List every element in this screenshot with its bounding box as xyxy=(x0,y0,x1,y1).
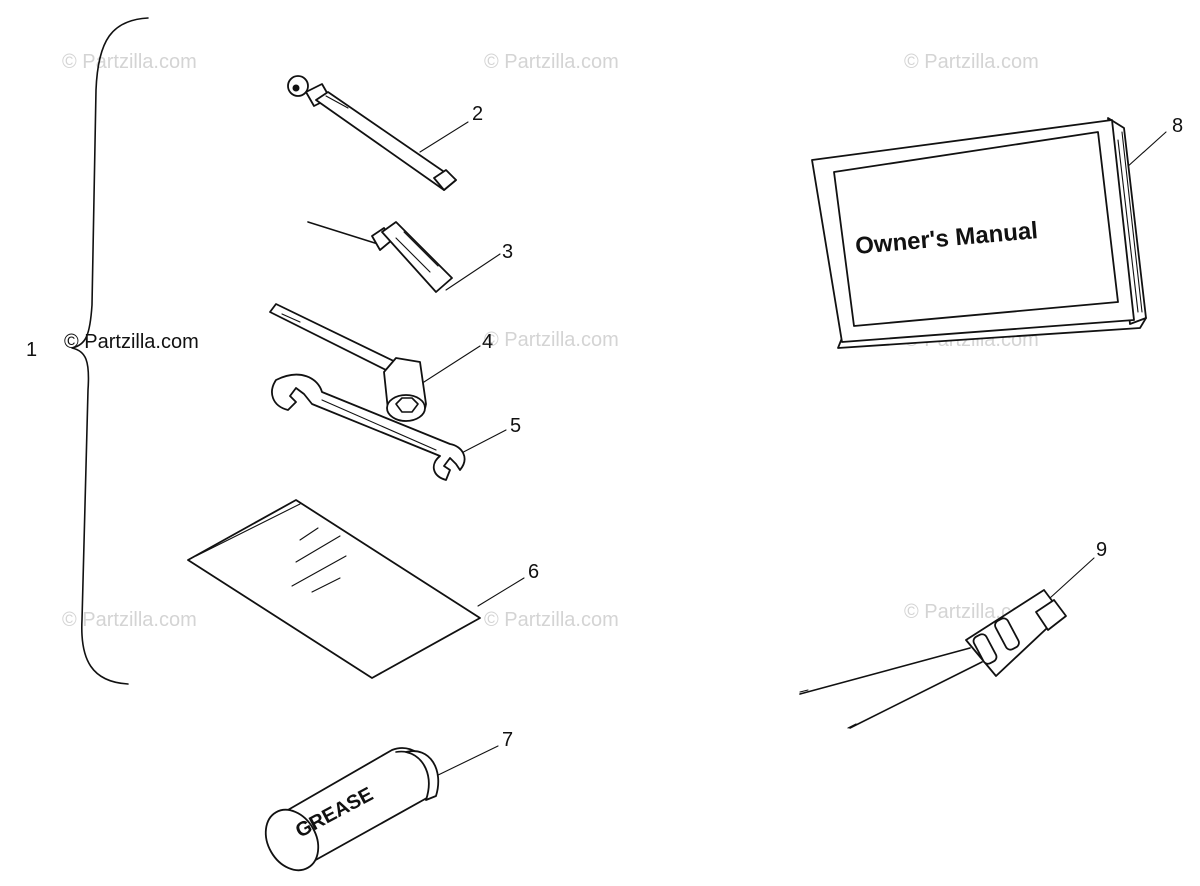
part-6-bag xyxy=(187,499,481,679)
leader-line-3 xyxy=(445,253,501,291)
watermark: © Partzilla.com xyxy=(904,51,1039,73)
leader-line-2 xyxy=(419,121,469,153)
watermark: © Partzilla.com xyxy=(62,609,197,631)
part-8-owners-manual: Owner's Manual xyxy=(811,117,1147,349)
callout-7: 7 xyxy=(502,729,513,751)
part-2-tool xyxy=(287,75,457,191)
callout-6: 6 xyxy=(528,561,539,583)
callout-4: 4 xyxy=(482,331,493,353)
callout-5: 5 xyxy=(510,415,521,437)
group-brace xyxy=(71,17,149,685)
leader-line-6 xyxy=(477,577,525,607)
leader-line-8 xyxy=(1125,131,1167,169)
part-7-grease-tube: GREASE xyxy=(264,747,440,872)
leader-line-4 xyxy=(423,345,481,383)
watermark-dark: © Partzilla.com xyxy=(64,331,199,353)
watermark: © Partzilla.com xyxy=(484,51,619,73)
leader-line-9 xyxy=(1049,557,1095,599)
callout-8: 8 xyxy=(1172,115,1183,137)
part-5-wrench xyxy=(271,373,466,481)
watermark: © Partzilla.com xyxy=(484,329,619,351)
callout-3: 3 xyxy=(502,241,513,263)
leader-line-7 xyxy=(431,745,499,779)
part-9-connector xyxy=(799,589,1067,729)
part-3-screwdriver xyxy=(307,221,453,293)
callout-1: 1 xyxy=(26,339,37,361)
callout-9: 9 xyxy=(1096,539,1107,561)
part-4-socket-wrench xyxy=(269,303,427,422)
callout-2: 2 xyxy=(472,103,483,125)
watermark: © Partzilla.com xyxy=(62,51,197,73)
watermark: © Partzilla.com xyxy=(484,609,619,631)
